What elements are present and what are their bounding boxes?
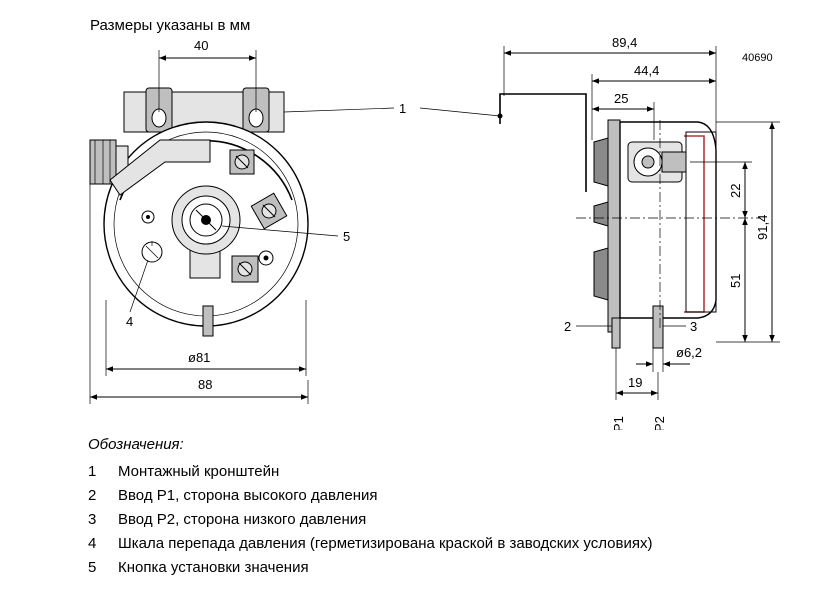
legend-item: 1 Монтажный кронштейн — [88, 459, 652, 483]
legend-title: Обозначения: — [88, 436, 184, 453]
legend-item-text: Кнопка установки значения — [118, 558, 309, 576]
legend-item-number: 3 — [88, 510, 97, 528]
callout-2: 2 — [564, 319, 571, 334]
figure-id: 40690 — [742, 52, 773, 64]
legend-item: 4 Шкала перепада давления (герметизирова… — [88, 531, 652, 555]
legend-item-number: 4 — [88, 534, 97, 552]
dim-overall-depth: 89,4 — [612, 35, 637, 50]
units-note: Размеры указаны в мм — [90, 17, 250, 34]
dim-depth-front: 25 — [614, 91, 628, 106]
legend-item-text: Шкала перепада давления (герметизирована… — [118, 534, 653, 552]
port-p1 — [611, 317, 621, 349]
legend-item-text: Монтажный кронштейн — [118, 462, 280, 480]
side-connector-bot — [593, 247, 609, 301]
side-cover — [685, 131, 717, 313]
legend-item-number: 1 — [88, 462, 97, 480]
legend-item: 5 Кнопка установки значения — [88, 555, 652, 579]
callout-5: 5 — [343, 229, 350, 244]
terminal-block-top — [229, 149, 255, 175]
label-p2: P2 — [652, 416, 667, 430]
legend-item: 3 Ввод P2, сторона низкого давления — [88, 507, 652, 531]
front-port — [202, 305, 214, 337]
lever-arm — [109, 139, 211, 196]
label-p1: P1 — [611, 416, 626, 430]
legend-item-number: 5 — [88, 558, 97, 576]
callout-3: 3 — [690, 319, 697, 334]
legend-item-number: 2 — [88, 486, 97, 504]
port-p2 — [652, 305, 664, 349]
front-view: 40 ø81 88 1 5 4 — [89, 38, 406, 404]
legend-item: 2 Ввод P1, сторона высокого давления — [88, 483, 652, 507]
legend: Обозначения: 1 Монтажный кронштейн 2 Вво… — [88, 436, 652, 579]
dim-port-diameter: ø6,2 — [676, 345, 702, 360]
mounting-bracket — [499, 93, 587, 192]
side-view: 89,4 44,4 25 91,4 22 51 ø6,2 19 P1 — [419, 35, 780, 430]
side-connector-top — [593, 137, 609, 187]
side-back-plate — [607, 119, 621, 333]
dim-diameter: ø81 — [188, 350, 210, 365]
dim-hole-spacing: 40 — [194, 38, 208, 53]
legend-item-text: Ввод P2, сторона низкого давления — [118, 510, 367, 528]
callout-4: 4 — [126, 314, 133, 329]
dim-height-total: 91,4 — [755, 215, 770, 240]
technical-drawing: Размеры указаны в мм 40690 — [89, 17, 780, 430]
dim-port-spacing: 19 — [628, 375, 642, 390]
dim-depth-mid: 44,4 — [634, 63, 659, 78]
dim-lower-offset: 51 — [728, 274, 743, 288]
callout-1: 1 — [399, 101, 406, 116]
legend-item-text: Ввод P1, сторона высокого давления — [118, 486, 378, 504]
dim-width: 88 — [198, 377, 212, 392]
side-connector-mid — [593, 201, 609, 227]
dim-upper-offset: 22 — [728, 184, 743, 198]
